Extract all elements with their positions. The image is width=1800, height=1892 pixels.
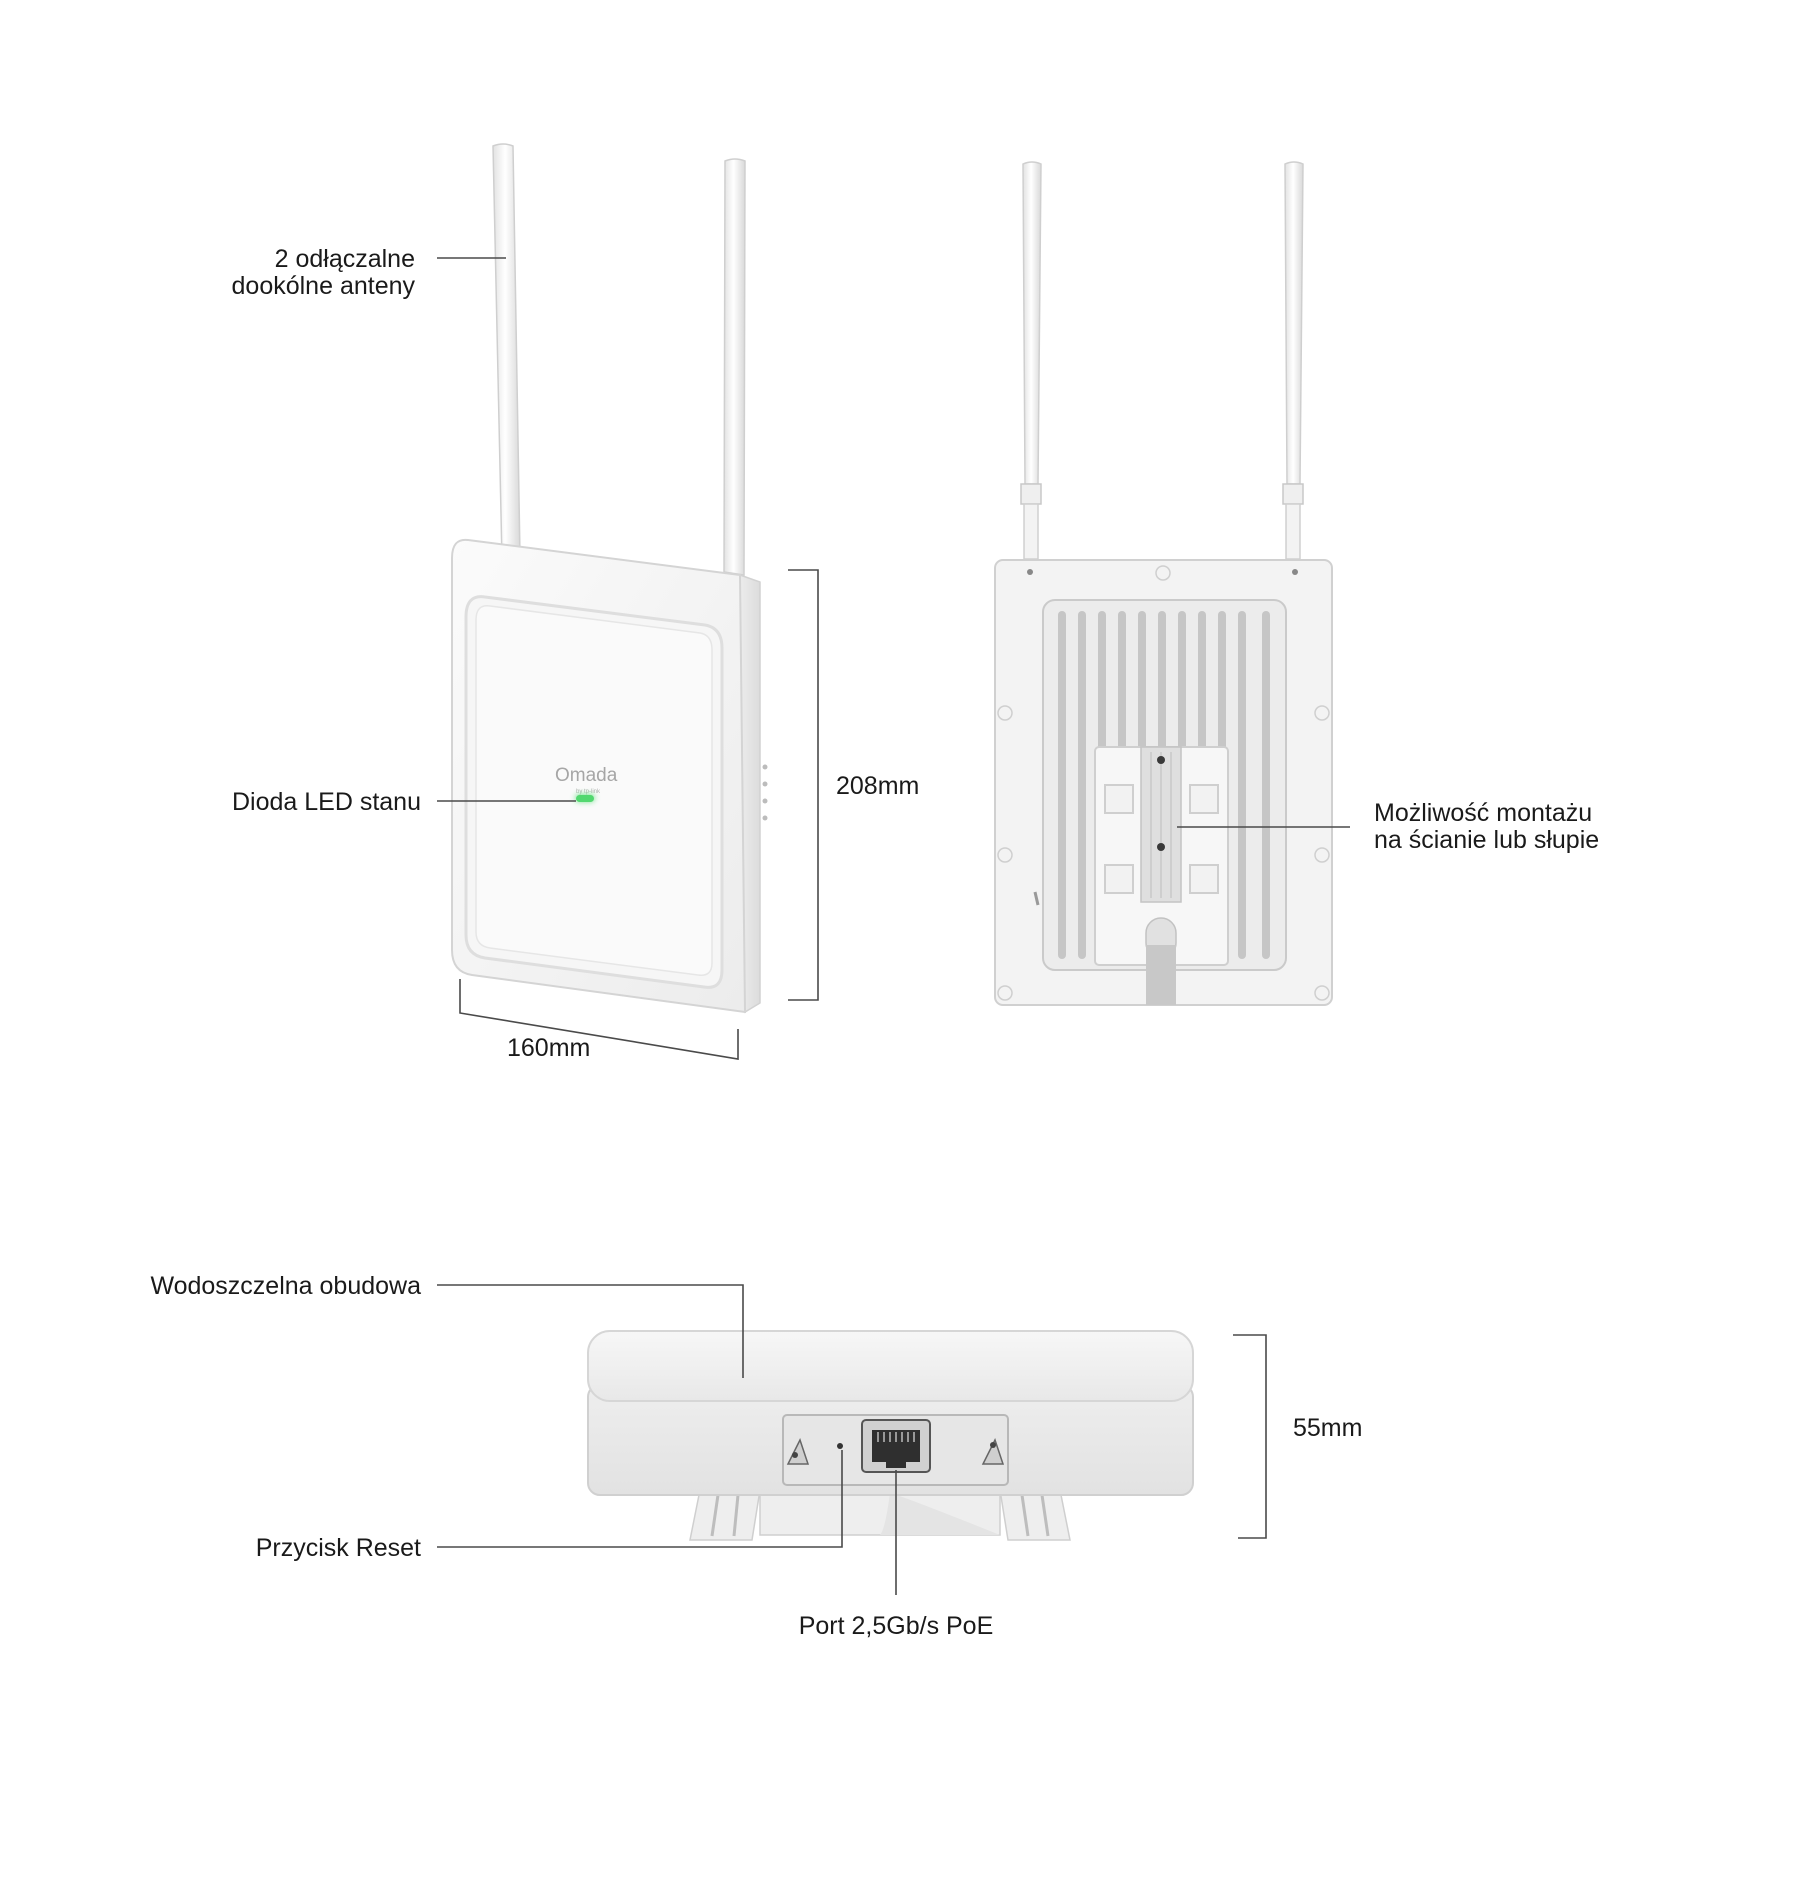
housing-label: Wodoszczelna obudowa (150, 1272, 421, 1300)
omada-logo-sub: by tp-link (576, 789, 601, 795)
height-dimension-label: 208mm (836, 772, 919, 800)
rj45-port-graphic (861, 1419, 931, 1473)
front-device-view: Omada by tp-link (451, 143, 768, 1014)
heat-sink-fins (1058, 611, 1270, 959)
port-label: Port 2,5Gb/s PoE (799, 1612, 994, 1640)
antennas-label-line2: dookólne anteny (232, 272, 416, 300)
led-label: Dioda LED stanu (232, 788, 421, 816)
leader-lines (437, 257, 1350, 1595)
left-antenna (492, 143, 521, 561)
width-dimension-label: 160mm (507, 1034, 590, 1062)
mount-label-line2: na ścianie lub słupie (1374, 826, 1599, 854)
back-device-view (994, 161, 1333, 1006)
mount-label-line1: Możliwość montażu (1374, 799, 1592, 827)
dimension-lines (459, 569, 1267, 1539)
omada-logo: Omada (555, 765, 618, 786)
right-antenna (723, 158, 746, 576)
depth-dimension-label: 55mm (1293, 1414, 1362, 1442)
reset-label: Przycisk Reset (256, 1534, 421, 1562)
antennas-label-line1: 2 odłączalne (275, 245, 415, 273)
status-led (575, 794, 595, 802)
side-indicator-dots (762, 764, 768, 821)
back-right-antenna (1282, 161, 1304, 560)
back-left-antenna (1020, 161, 1042, 560)
bottom-device-view (587, 1330, 1194, 1541)
